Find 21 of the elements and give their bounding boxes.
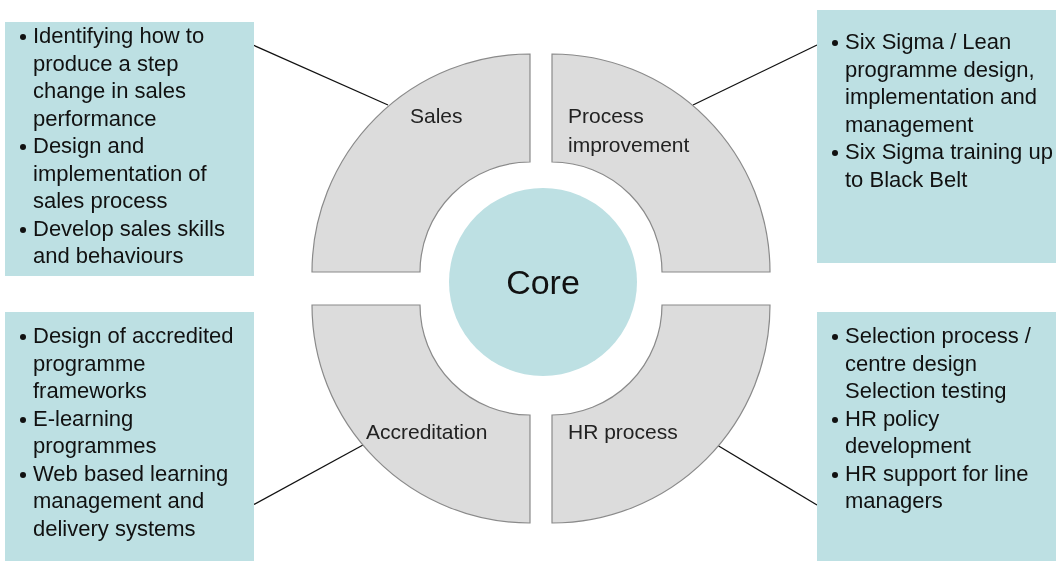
text-panel: [5, 22, 254, 276]
segment-label: Sales: [410, 103, 464, 129]
bullet-item: HR policy development: [845, 404, 1056, 460]
segment-label: Accreditation: [366, 419, 489, 445]
bullet-item: Design and implementation of sales process: [33, 132, 254, 215]
bullet-item: Develop sales skills and behaviours: [33, 214, 254, 270]
segment-label: HR process: [568, 419, 679, 445]
text-panel: [5, 312, 254, 561]
bullet-item: Six Sigma / Lean programme design, implementation and management: [845, 28, 1056, 138]
connector-line: [692, 44, 818, 106]
bullet-item: Design of accredited programme frameworks: [33, 322, 254, 405]
bullet-item: E-learning programmes: [33, 404, 254, 460]
text-panel: [817, 312, 1056, 561]
core-label: Core: [506, 262, 580, 302]
bullet-item: Six Sigma training up to Black Belt: [845, 138, 1056, 193]
bullet-item: Selection process / centre design Selection testing: [845, 322, 1056, 405]
bullet-item: Web based learning management and delivery systems: [33, 459, 254, 542]
bullet-item: Identifying how to produce a step change in sales performance: [33, 22, 254, 132]
bullet-item: HR support for line managers: [845, 459, 1056, 515]
segment-label: Process improvement: [568, 103, 691, 158]
text-panel: [817, 10, 1056, 263]
